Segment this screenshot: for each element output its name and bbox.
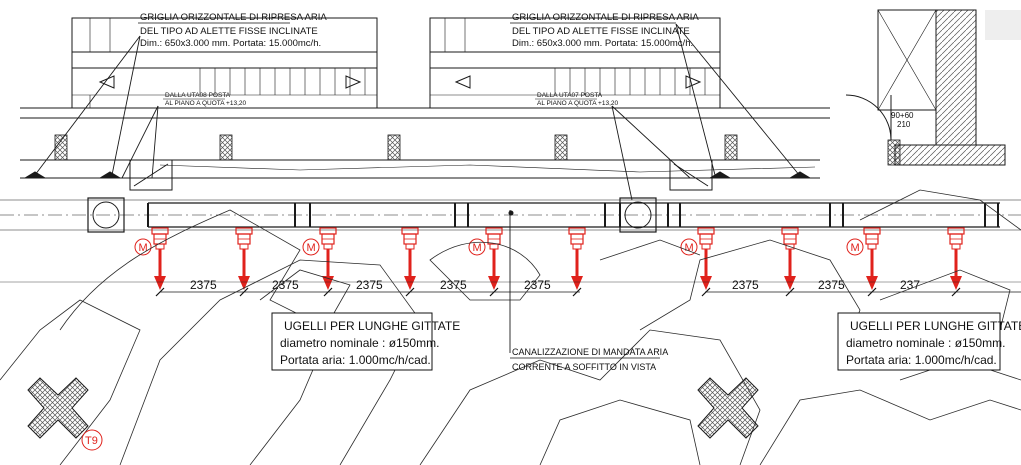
svg-text:M: M (139, 242, 148, 254)
nozzle-5 (485, 227, 503, 290)
note-door: 90+60 210 (891, 111, 914, 129)
dimension-labels: 2375 2375 2375 2375 2375 2375 2375 237 (190, 278, 920, 292)
dimension-line (0, 281, 1021, 293)
nozzle-6 (568, 227, 586, 290)
nozzle-box-left-line2: diametro nominale : ø150mm. (280, 336, 439, 350)
uta-left-line2: AL PIANO A QUOTA +13,20 (165, 100, 246, 107)
nozzle-9 (863, 227, 881, 290)
nozzle-2 (235, 227, 253, 290)
nozzle-box-left: UGELLI PER LUNGHE GITTATE diametro nomin… (271, 312, 460, 371)
motor-marker: M (680, 238, 698, 256)
uta-left-line1: DALLA UTA08 POSTA (165, 92, 231, 99)
nozzle-box-left-line3: Portata aria: 1.000mc/h/cad. (280, 353, 431, 367)
nozzle-4 (401, 227, 419, 290)
nozzle-box-right-line3: Portata aria: 1.000mc/h/cad. (846, 353, 997, 367)
nozzle-8 (781, 227, 799, 290)
motor-marker: M (468, 238, 486, 256)
dimension-label: 2375 (272, 278, 299, 292)
plan-outlines (0, 189, 1021, 465)
nozzle-1 (151, 227, 169, 290)
grille-right-line1: GRIGLIA ORIZZONTALE DI RIPRESA ARIA (512, 12, 699, 23)
nozzle-box-left-line1: UGELLI PER LUNGHE GITTATE (284, 319, 460, 333)
nozzle-box-right-line2: diametro nominale : ø150mm. (846, 336, 1005, 350)
duct-line1: CANALIZZAZIONE DI MANDATA ARIA (512, 347, 668, 357)
motor-marker: M (846, 238, 864, 256)
duct-line2: CORRENTE A SOFFITTO IN VISTA (512, 362, 656, 372)
cross-column-left (27, 377, 89, 439)
hatched-columns (54, 134, 901, 166)
nozzle-7 (697, 227, 715, 290)
grille-left-line2: DEL TIPO AD ALETTE FISSE INCLINATE (140, 26, 318, 37)
room-tag: T9 (81, 429, 103, 451)
motor-marker: M (302, 238, 320, 256)
note-duct: CANALIZZAZIONE DI MANDATA ARIA CORRENTE … (510, 347, 668, 372)
grille-left-line1: GRIGLIA ORIZZONTALE DI RIPRESA ARIA (140, 12, 327, 23)
room-tag-text: T9 (85, 435, 98, 447)
door-line2: 210 (897, 120, 911, 129)
note-grille-left: GRIGLIA ORIZZONTALE DI RIPRESA ARIA DEL … (138, 12, 327, 49)
svg-text:M: M (851, 242, 860, 254)
nozzle-3 (319, 227, 337, 290)
door-line1: 90+60 (891, 111, 914, 120)
uta-right-line1: DALLA UTA07 POSTA (537, 92, 603, 99)
dimension-label: 2375 (440, 278, 467, 292)
svg-text:M: M (473, 242, 482, 254)
svg-text:M: M (685, 242, 694, 254)
cross-column-right (697, 377, 759, 439)
grille-right-line3: Dim.: 650x3.000 mm. Portata: 15.000mc/h. (512, 38, 693, 49)
dimension-label: 2375 (356, 278, 383, 292)
uta-right-line2: AL PIANO A QUOTA +13,20 (537, 100, 618, 107)
dimension-label: 2375 (818, 278, 845, 292)
note-uta-right: DALLA UTA07 POSTA AL PIANO A QUOTA +13,2… (535, 92, 618, 107)
note-grille-right: GRIGLIA ORIZZONTALE DI RIPRESA ARIA DEL … (510, 12, 699, 49)
dimension-label: 2375 (190, 278, 217, 292)
dimension-label: 2375 (524, 278, 551, 292)
note-uta-left: DALLA UTA08 POSTA AL PIANO A QUOTA +13,2… (163, 92, 246, 107)
nozzle-box-right-line1: UGELLI PER LUNGHE GITTATE (850, 319, 1021, 333)
building-corner (845, 9, 1021, 166)
supply-duct (0, 197, 1021, 233)
roof-structure (20, 17, 830, 191)
nozzle-box-right: UGELLI PER LUNGHE GITTATE diametro nomin… (837, 312, 1021, 371)
leader-lines (34, 23, 801, 353)
svg-text:M: M (307, 242, 316, 254)
dimension-label: 2375 (732, 278, 759, 292)
grille-left-line3: Dim.: 650x3.000 mm. Portata: 15.000mc/h. (140, 38, 321, 49)
dimension-label: 237 (900, 278, 920, 292)
nozzle-10 (947, 227, 965, 290)
grille-right-line2: DEL TIPO AD ALETTE FISSE INCLINATE (512, 26, 690, 37)
